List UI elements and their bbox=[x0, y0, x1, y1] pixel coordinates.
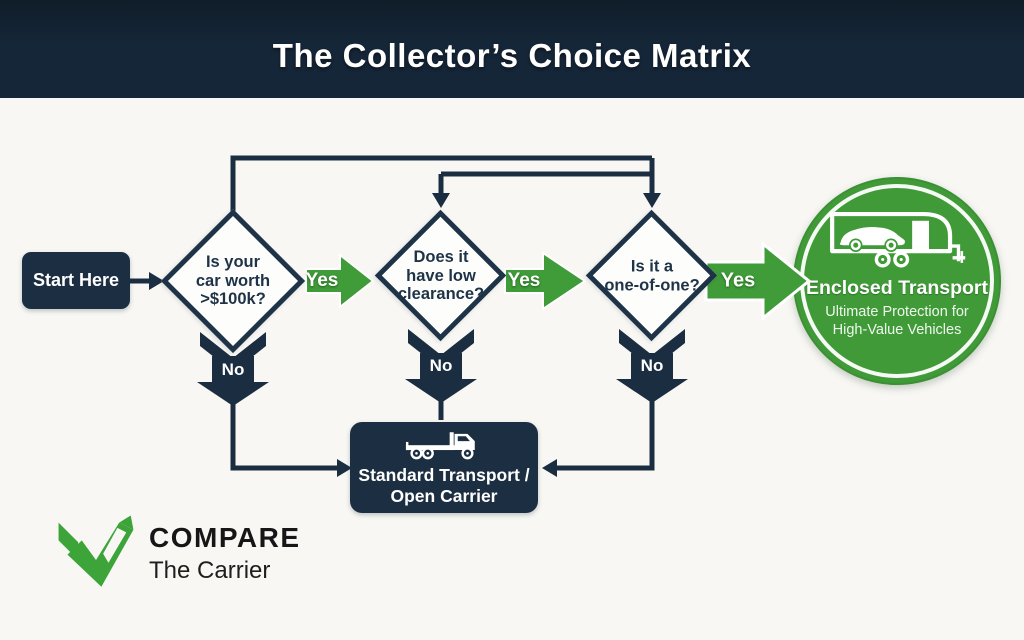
no-path-1-elbow bbox=[230, 404, 338, 471]
brand-logo: COMPARE The Carrier bbox=[55, 513, 301, 591]
no-path-3-elbow bbox=[556, 401, 655, 471]
arrowhead-down-into-decision-3 bbox=[643, 193, 661, 208]
loop-line-top bbox=[230, 155, 652, 212]
loop-line-mid bbox=[438, 158, 655, 194]
decision-2-line-3: clearance? bbox=[397, 285, 485, 304]
enclosed-transport-node: Enclosed Transport Ultimate Protection f… bbox=[793, 177, 1001, 385]
arrowhead-down-into-decision-2 bbox=[432, 193, 450, 208]
brand-words: COMPARE The Carrier bbox=[149, 522, 301, 586]
decision-2-line-1: Does it bbox=[413, 248, 469, 267]
decision-1-line-2: car worth bbox=[195, 271, 271, 290]
decision-3-line-2: one-of-one? bbox=[604, 276, 700, 294]
decision-1-question: Is your car worth >$100k? bbox=[196, 253, 270, 309]
start-node: Start Here bbox=[22, 252, 130, 309]
no-label-3: No bbox=[640, 356, 664, 375]
compare-the-carrier-mark bbox=[58, 515, 134, 587]
enclosed-transport-content: Enclosed Transport Ultimate Protection f… bbox=[793, 177, 1001, 385]
standard-transport-node: Standard Transport / Open Carrier bbox=[350, 422, 538, 513]
flatbed-truck-icon bbox=[405, 432, 475, 460]
no-label-2: No bbox=[429, 356, 453, 375]
enclosed-transport-sub-2: High-Value Vehicles bbox=[832, 322, 962, 339]
brand-name: COMPARE bbox=[149, 522, 301, 553]
arrowhead-into-standard-right bbox=[542, 459, 557, 477]
decision-1-line-1: Is your bbox=[205, 253, 261, 272]
yes-label-2: Yes bbox=[507, 270, 541, 291]
enclosed-transport-sub-1: Ultimate Protection for bbox=[825, 304, 969, 320]
decision-3-line-1: Is it a bbox=[630, 257, 674, 276]
yes-label-3: Yes bbox=[720, 269, 756, 292]
enclosed-transport-title: Enclosed Transport bbox=[805, 277, 989, 299]
no-label-1: No bbox=[221, 360, 245, 379]
title-bar: The Collector’s Choice Matrix bbox=[0, 0, 1024, 98]
decision-2-question: Does it have low clearance? bbox=[398, 248, 484, 304]
yes-label-1: Yes bbox=[305, 270, 339, 291]
enclosed-trailer-icon bbox=[830, 211, 966, 268]
start-node-label: Start Here bbox=[32, 270, 120, 290]
page-title: The Collector’s Choice Matrix bbox=[272, 37, 752, 74]
decision-1-line-3: >$100k? bbox=[200, 290, 266, 309]
standard-transport-line-1: Standard Transport / bbox=[358, 465, 530, 485]
brand-tagline: The Carrier bbox=[149, 556, 271, 584]
decision-2-line-2: have low bbox=[406, 266, 476, 285]
standard-transport-line-2: Open Carrier bbox=[390, 486, 498, 507]
decision-3-question: Is it a one-of-one? bbox=[604, 257, 699, 294]
